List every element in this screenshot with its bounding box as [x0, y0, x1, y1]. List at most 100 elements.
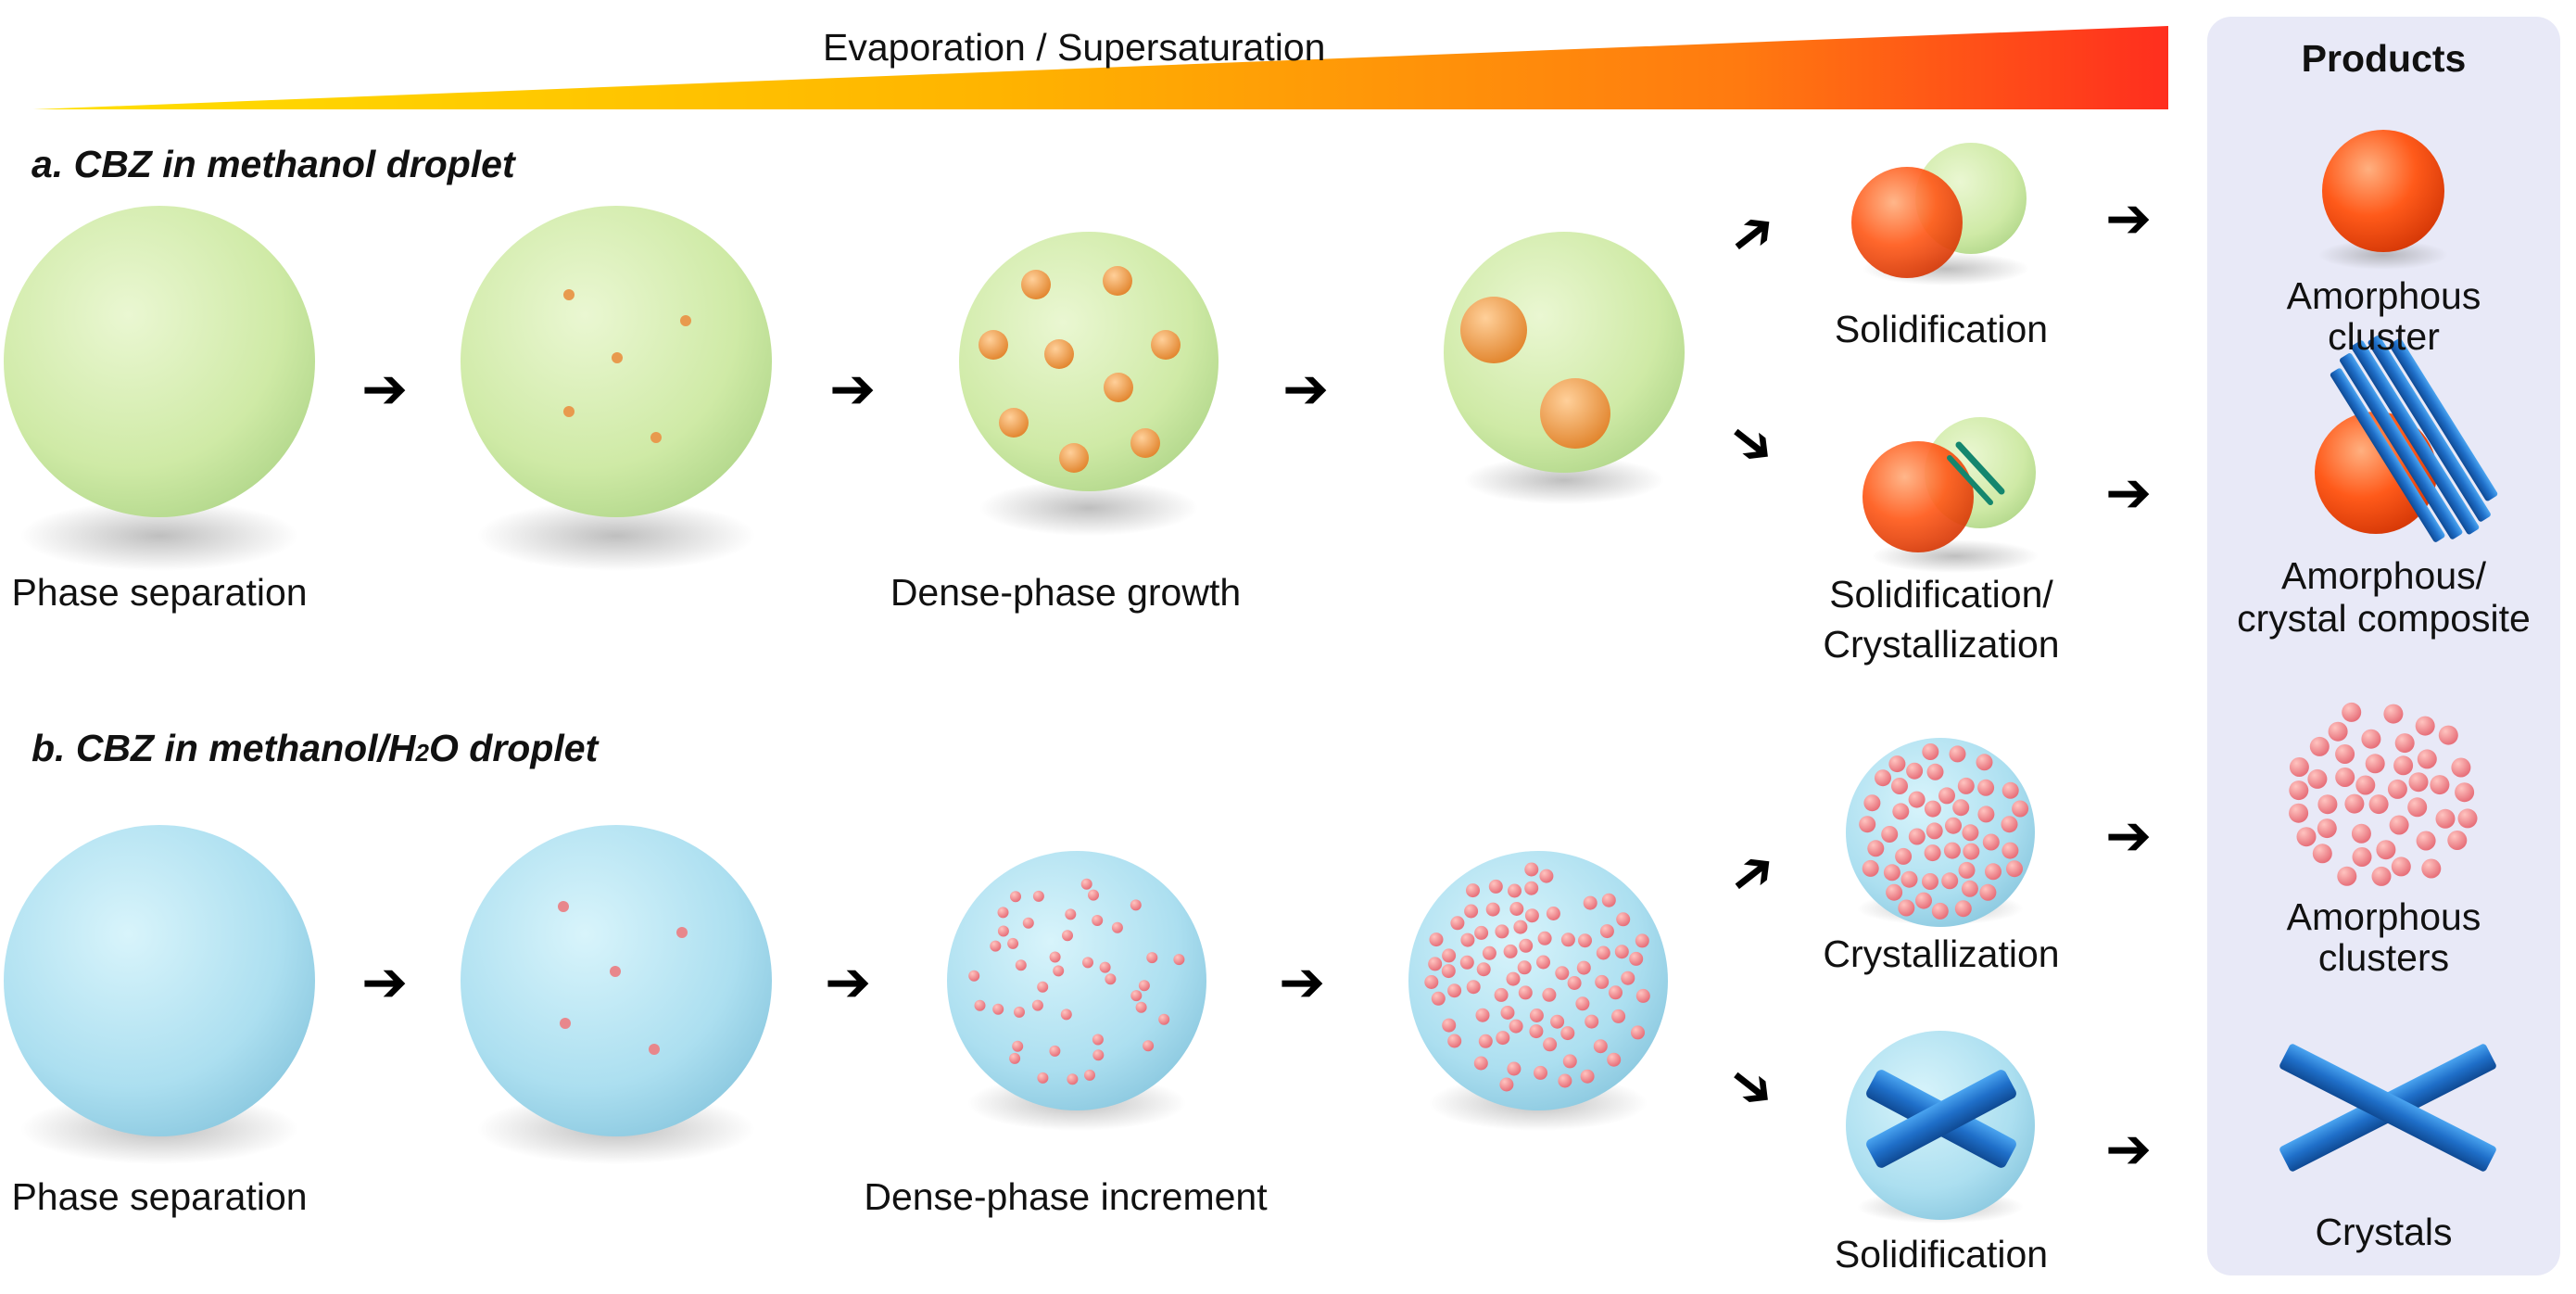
cluster-dot [1111, 921, 1123, 933]
crowded-dense-phase-dots [1424, 862, 1650, 1092]
cluster-dot [1611, 1009, 1626, 1023]
cluster-dot [1032, 890, 1044, 902]
stage-label: Phase separation [11, 1175, 308, 1218]
cluster-dot [1621, 970, 1635, 985]
cluster-dot [1065, 908, 1077, 920]
cluster-dot [1496, 1031, 1510, 1046]
section-b-title-subscript: 2 [415, 739, 430, 767]
cluster-dot [1506, 971, 1521, 986]
cluster-dot [1524, 881, 1539, 895]
cluster-dot [1915, 892, 1932, 909]
path-label: Solidification [1834, 308, 2049, 350]
cluster-dot [1431, 991, 1446, 1006]
evaporation-gradient-bar [33, 26, 2168, 109]
cluster-dot [1938, 787, 1955, 805]
arrow-right-icon: ➔ [2105, 461, 2153, 526]
cluster-dot [1562, 1054, 1577, 1069]
cluster-dot [1088, 889, 1099, 901]
cluster-dot [1924, 844, 1941, 862]
cluster-dot [1519, 938, 1534, 953]
cluster-dot [1922, 743, 1939, 760]
cluster-dot [1499, 1077, 1514, 1092]
cluster-dot [1473, 1056, 1488, 1071]
cluster-dot [1977, 806, 1995, 823]
droplet-shadow [477, 501, 755, 571]
cluster-dot [1560, 1026, 1575, 1041]
cluster-dot [2001, 781, 2019, 799]
cluster-dot [1424, 975, 1439, 989]
arrow-right-icon: ➔ [2105, 186, 2153, 251]
cluster-dot [1982, 833, 2000, 851]
product-label: Crystals [2315, 1211, 2453, 1253]
crystal-needle [1955, 441, 2005, 495]
cluster-dot [1593, 1039, 1608, 1054]
cluster-dot [1429, 932, 1444, 947]
cluster-dot [2387, 779, 2407, 799]
cluster-dot [1576, 960, 1591, 975]
crystal-cross-in-droplet [1866, 1070, 2016, 1168]
cluster-dot [1475, 1008, 1490, 1022]
cluster-dot [1886, 883, 1903, 901]
cluster-dot [1080, 878, 1092, 890]
cluster-dot [1049, 1045, 1061, 1057]
cluster-dot [1460, 932, 1475, 947]
cluster-dot [2368, 794, 2389, 815]
cluster-dot [1875, 769, 1891, 787]
cluster-dot [1012, 1040, 1024, 1052]
cluster-dot [1495, 924, 1509, 939]
cluster-dot [2335, 744, 2355, 764]
arrow-right-icon: ➔ [829, 357, 877, 422]
cluster-dot [2391, 856, 2411, 877]
cluster-dot [2371, 866, 2392, 886]
cluster-dot [1508, 883, 1522, 898]
coalesced-dense-phase-1 [1460, 297, 1527, 363]
cluster-dot [1906, 762, 1924, 780]
cluster-dot [1954, 900, 1972, 918]
cluster-dot [2001, 842, 2019, 859]
cluster-dot [1138, 980, 1150, 992]
growing-dense-phase-droplets [979, 266, 1181, 473]
cluster-dot [1558, 1073, 1572, 1088]
cluster-dot [1881, 826, 1899, 843]
cluster-dot [2415, 716, 2435, 736]
cluster-dot [1862, 859, 1879, 877]
cluster-dot [1442, 948, 1457, 963]
cluster-dot [2006, 860, 2023, 878]
cluster-dot [1428, 957, 1443, 971]
cluster-dot [1963, 843, 1980, 860]
cluster-dot [1488, 879, 1503, 894]
arrow-right-icon: ➔ [361, 950, 409, 1015]
cluster-dot [1635, 933, 1649, 948]
droplet-shadow [979, 480, 1198, 536]
cluster-dot [1922, 873, 1938, 890]
cluster-dot [1595, 974, 1610, 989]
cluster-dot [1560, 932, 1575, 947]
cluster-dot [1976, 754, 1993, 771]
evaporation-gradient-label: Evaporation / Supersaturation [823, 26, 1326, 69]
cluster-dot [2312, 844, 2332, 864]
cluster-dot [1898, 899, 1915, 917]
cluster-dot [1509, 1019, 1523, 1034]
cluster-dot [1979, 883, 1997, 901]
cluster-dot [1529, 1024, 1544, 1039]
cluster-dot [992, 1003, 1004, 1015]
cluster-dot [1158, 1013, 1170, 1025]
cluster-dot [1539, 869, 1554, 883]
cluster-dot [997, 907, 1009, 919]
cluster-dot [2351, 823, 2371, 844]
cluster-dot [1037, 1072, 1049, 1084]
cluster-dot [2289, 757, 2309, 777]
cluster-dot [1474, 925, 1489, 940]
cluster-dot [2451, 757, 2471, 778]
cluster-dot [1447, 1034, 1462, 1048]
cluster-dot [1891, 778, 1908, 794]
stage-label: Dense-phase growth [890, 571, 1242, 614]
cluster-dot [1580, 1069, 1595, 1084]
cluster-dot [2416, 831, 2436, 851]
product-label: cluster [2328, 315, 2440, 358]
cluster-dot [1010, 891, 1021, 903]
cluster-dot [1534, 1065, 1547, 1080]
cluster-dot [1961, 880, 1978, 897]
cluster-dot [1962, 824, 1979, 842]
cluster-dot [1941, 872, 1959, 890]
